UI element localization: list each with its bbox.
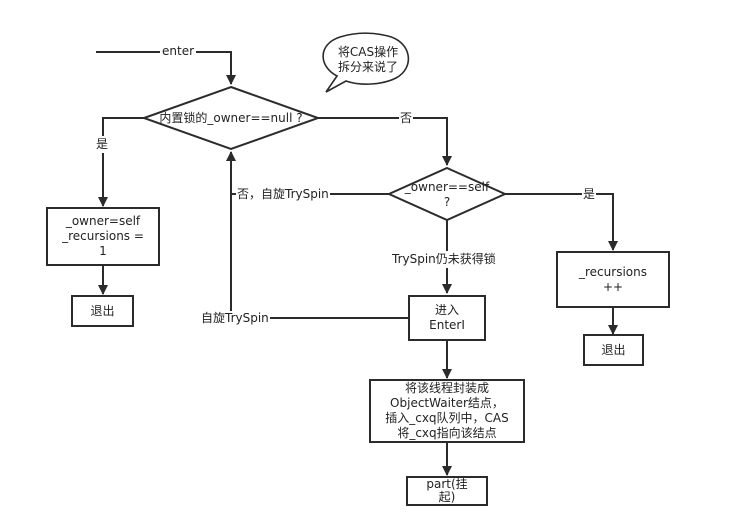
wrap-box-shape [369,379,525,443]
box-line: 起) [438,490,456,504]
box-line: 将_cxq指向该结点 [397,426,497,440]
note-line: 将CAS操作 [337,45,399,59]
spin-back-label: 自旋TrySpin [200,311,270,326]
recursions-box: _recursions ++ [557,252,669,307]
decision-line: _owner==self [404,180,490,194]
box-line: 插入_cxq队列中，CAS [385,411,509,425]
box-line: 进入 [434,303,459,317]
yes-edge-1 [98,117,144,207]
exit-text: 退出 [90,303,115,318]
enter-edge [96,51,236,85]
exit-box-1-shape [71,295,134,327]
decision-line: ? [443,195,451,209]
branch-yes-label-2: 是 [582,187,597,202]
branch-no-label-1: 否 [399,111,414,126]
decision-owner-null-shape [141,85,321,151]
set-owner-box: _owner=self _recursions = 1 [47,208,159,265]
box-line: part(挂 [426,477,468,491]
box-line: 1 [99,244,107,258]
exit-text: 退出 [601,342,626,357]
wrap-box: 将该线程封装成 ObjectWaiter结点， 插入_cxq队列中，CAS 将_… [370,380,524,442]
box-line: _recursions = [62,229,144,243]
enter-box: 进入 EnterI [409,296,485,340]
box-line: ++ [602,279,624,294]
tryspin-fail-label: TrySpin仍未获得锁 [391,251,497,268]
decision-owner-null: 内置锁的_owner==null ? [144,110,318,127]
note-bubble-shape [322,32,410,93]
enter-label: enter [160,44,197,59]
box-line: 将该线程封装成 [404,381,489,395]
box-line: EnterI [429,318,465,332]
box-line: _owner=self [65,214,141,228]
set-owner-box-shape [46,207,160,266]
box-line: ObjectWaiter结点， [390,396,504,410]
decision-owner-null-text: 内置锁的_owner==null ? [159,111,303,125]
note-line: 拆分来说了 [337,60,398,74]
park-box-shape [406,476,488,506]
branch-no-spin-label: 否，自旋TrySpin [236,187,330,202]
yes-edge-2 [505,193,618,251]
no-edge-1 [318,117,452,166]
spin-back-edge-2 [230,194,409,319]
box-line: _recursions [579,264,647,279]
decision-owner-self: _owner==self ? [389,179,505,211]
exit-box-2-shape [583,334,644,366]
note-bubble: 将CAS操作 拆分来说了 [322,42,414,78]
park-box: part(挂 起) [407,477,487,505]
exit-box-1: 退出 [72,296,133,326]
exit-box-2: 退出 [584,335,643,365]
branch-yes-label-1: 是 [96,136,109,153]
